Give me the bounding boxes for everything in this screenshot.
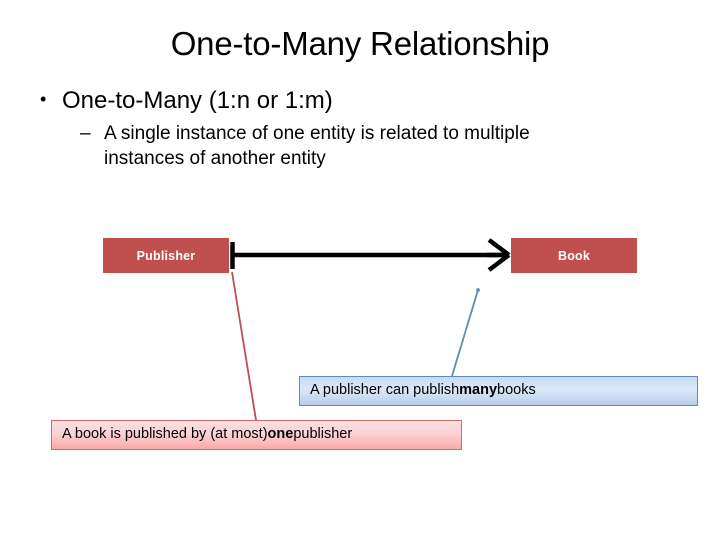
- callout-many-prefix: A publisher can publish: [310, 382, 460, 399]
- entity-label-book: Book: [557, 248, 591, 263]
- bullet-level1: • One-to-Many (1:n or 1:m): [32, 86, 672, 115]
- callout-many-books[interactable]: A publisher can publish many books: [299, 376, 698, 406]
- bullet-level1-text: One-to-Many (1:n or 1:m): [62, 87, 333, 114]
- entity-label-publisher: Publisher: [136, 248, 196, 263]
- crows-foot-lower-icon: [487, 253, 511, 272]
- leader-line-many-endpoint-dot-icon: [476, 288, 480, 292]
- bullet-level2: – A single instance of one entity is rel…: [32, 121, 672, 171]
- bullet-marker-icon: •: [40, 89, 47, 109]
- dash-marker-icon: –: [80, 123, 91, 145]
- leader-line-one-callout: [231, 271, 257, 421]
- callout-one-suffix: publisher: [293, 426, 353, 443]
- crows-foot-upper-icon: [487, 238, 511, 257]
- entity-box-publisher[interactable]: Publisher: [103, 238, 229, 273]
- entity-box-book[interactable]: Book: [511, 238, 637, 273]
- bullet-level2-text: A single instance of one entity is relat…: [104, 123, 530, 170]
- callout-many-emphasis: many: [459, 382, 498, 399]
- callout-many-suffix: books: [497, 382, 536, 399]
- callout-one-prefix: A book is published by (at most): [62, 426, 268, 443]
- page-title: One-to-Many Relationship: [170, 25, 550, 62]
- callout-one-publisher[interactable]: A book is published by (at most) one pub…: [51, 420, 462, 450]
- leader-line-many-callout: [451, 289, 479, 377]
- bullet-list: • One-to-Many (1:n or 1:m) – A single in…: [32, 86, 672, 171]
- callout-one-emphasis: one: [267, 426, 294, 443]
